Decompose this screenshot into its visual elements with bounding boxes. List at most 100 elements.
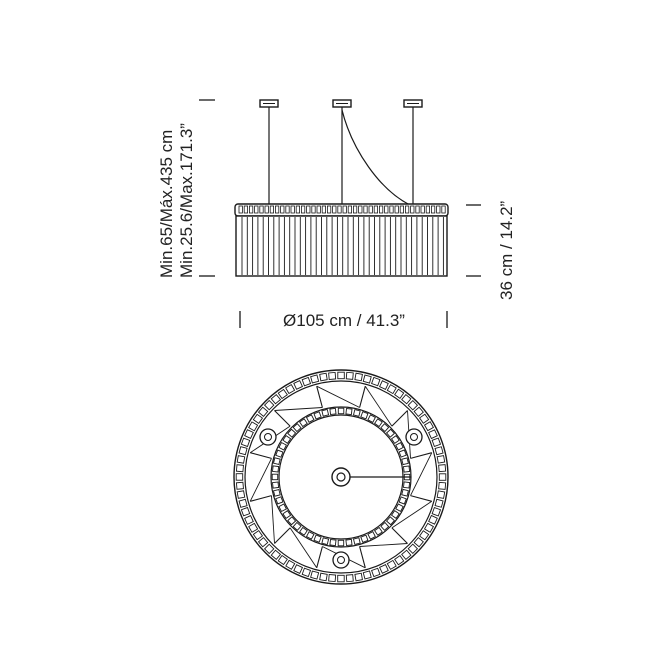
ring-bead [354, 572, 363, 582]
ring-bead [292, 423, 302, 433]
ring-bead [285, 559, 296, 570]
light-socket-bottom [332, 551, 350, 569]
ring-bead [428, 429, 438, 440]
ring-bead [236, 455, 246, 464]
ring-bead [238, 498, 248, 508]
outer-ring-outer-edge [233, 369, 449, 585]
band-bead [425, 205, 431, 214]
ring-bead [252, 413, 264, 425]
ring-bead [436, 490, 446, 499]
ring-bead [287, 428, 297, 438]
bottom-plan-view [233, 369, 449, 585]
ring-bead [380, 423, 390, 433]
truss-diagonal [249, 458, 272, 502]
band-bead [368, 205, 373, 214]
ring-bead [244, 429, 254, 439]
ring-bead [379, 564, 389, 574]
ceiling-canopy-center [332, 99, 352, 108]
ring-bead [293, 380, 304, 390]
truss-spoke [316, 386, 323, 408]
inner-ring-beads [271, 407, 411, 547]
band-bead [384, 205, 389, 214]
truss-diagonal [271, 495, 275, 544]
ring-bead [319, 572, 328, 582]
band-bead [290, 205, 295, 214]
band-bead [373, 205, 379, 214]
truss-diagonal [359, 543, 408, 547]
ring-bead [313, 411, 322, 420]
truss-spoke [410, 452, 432, 459]
band-bead [399, 205, 405, 214]
ring-bead [431, 506, 442, 517]
outer-ring-inner-edge [244, 380, 438, 574]
band-bead [436, 205, 441, 214]
ring-bead [252, 529, 264, 541]
ring-bead [278, 503, 287, 513]
ring-bead [301, 567, 312, 578]
truss-spoke [391, 527, 408, 544]
ring-bead [413, 406, 424, 418]
truss-spoke [359, 386, 366, 408]
ring-bead [328, 574, 337, 583]
ring-bead [248, 522, 259, 533]
ring-bead [390, 435, 400, 444]
ring-bead [438, 464, 447, 473]
ring-bead [319, 372, 328, 382]
truss-spoke [274, 410, 291, 427]
ring-bead [282, 435, 292, 444]
ring-bead [428, 514, 438, 525]
ring-bead [373, 526, 383, 536]
ring-bead [401, 488, 409, 497]
ring-bead [240, 437, 251, 448]
ring-bead [386, 559, 397, 570]
ring-bead [298, 526, 308, 536]
ring-bead [354, 372, 363, 382]
band-bead [394, 205, 399, 214]
band-bead [311, 205, 316, 214]
truss-frame [249, 385, 433, 569]
band-bead [259, 205, 264, 214]
band-bead [332, 205, 337, 214]
ring-bead [292, 521, 302, 531]
ring-bead [345, 538, 353, 547]
ring-bead [423, 522, 435, 533]
ring-bead [386, 384, 397, 395]
truss-diagonal [289, 527, 318, 569]
ring-bead [401, 457, 409, 466]
ring-bead [301, 376, 312, 387]
band-bead [280, 205, 285, 214]
ring-bead [395, 442, 404, 451]
ring-bead [390, 510, 400, 519]
ring-bead [277, 554, 288, 566]
ring-bead [352, 537, 361, 545]
ring-bead [434, 446, 444, 456]
ring-bead [423, 421, 435, 432]
band-bead [347, 205, 353, 214]
ring-bead [235, 481, 244, 490]
ring-bead [402, 481, 411, 489]
ring-bead [278, 441, 287, 451]
ring-bead [352, 409, 361, 417]
ring-bead [402, 465, 411, 473]
ring-bead [328, 371, 337, 380]
diameter-label: Ø105 cm / 41.3” [283, 311, 405, 330]
band-bead [352, 205, 358, 214]
ring-bead [345, 371, 354, 380]
band-bead [337, 205, 342, 214]
ring-bead [385, 428, 395, 438]
truss-diagonal [364, 385, 393, 427]
band-bead [420, 205, 425, 214]
band-bead [441, 205, 446, 214]
ring-bead [398, 496, 407, 505]
ring-bead [394, 388, 405, 399]
band-bead [326, 205, 332, 214]
ring-bead [371, 567, 381, 578]
ring-bead [385, 516, 395, 526]
ring-bead [337, 407, 345, 415]
shade-height-dimension [466, 204, 481, 277]
band-bead [264, 205, 269, 214]
ring-bead [272, 488, 281, 497]
ring-bead [257, 406, 269, 418]
band-bead [415, 205, 420, 214]
